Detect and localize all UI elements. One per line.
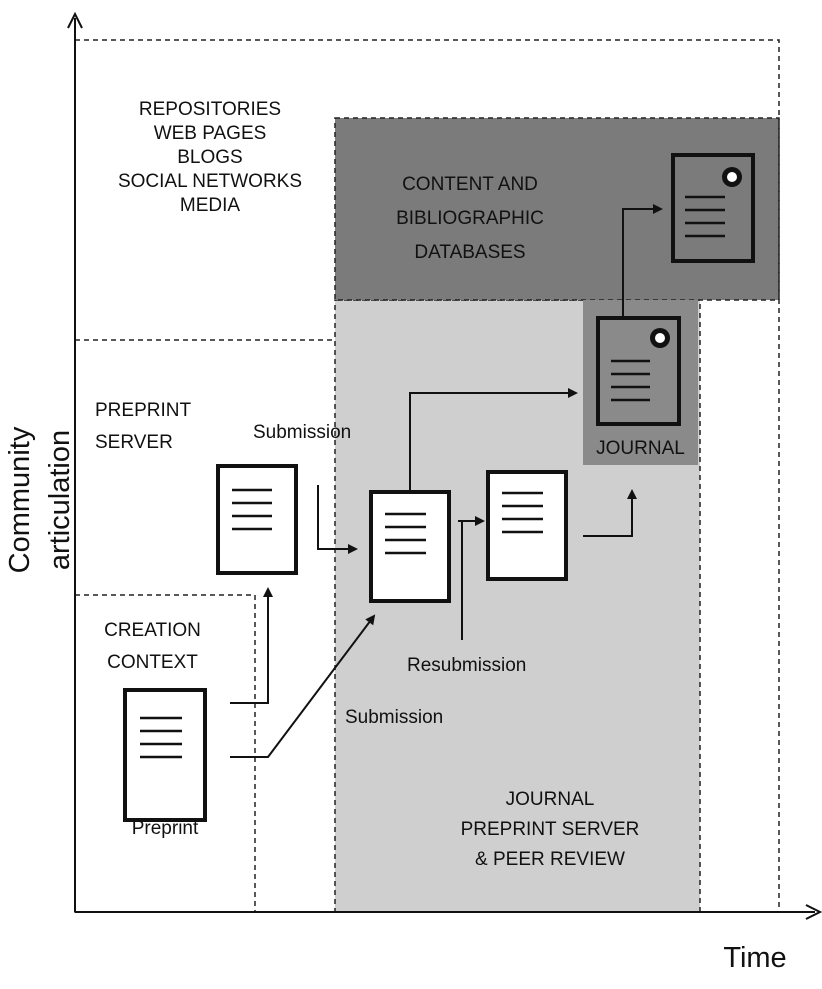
outer-source-item: WEB PAGES: [153, 123, 267, 144]
submission-label-bottom: Submission: [345, 707, 444, 728]
preprint-to-server-arrow: [230, 587, 273, 704]
journal-review-label: JOURNAL PREPRINT SERVER & PEER REVIEW: [460, 789, 640, 870]
y-axis-label: Community articulation: [4, 426, 76, 574]
database-article-document-icon: [671, 153, 755, 263]
databases-label: CONTENT AND BIBLIOGRAPHIC DATABASES: [396, 174, 544, 263]
journal-to-database-arrow: [622, 204, 663, 318]
revision-to-journal-arrow: [583, 489, 637, 537]
creation-context-label: CREATION CONTEXT: [104, 620, 201, 673]
outer-source-item: BLOGS: [177, 147, 243, 168]
x-axis-arrowhead: [805, 904, 822, 920]
server-to-journal-submission-arrow: [317, 485, 358, 554]
revised-manuscript-document-icon: [486, 470, 568, 581]
preprint-server-document-icon: [216, 464, 298, 575]
creation-context-boundary: [75, 594, 256, 912]
submission-label-top: Submission: [253, 422, 352, 443]
outer-source-item: REPOSITORIES: [138, 99, 282, 120]
outer-sources-label: REPOSITORIES WEB PAGES BLOGS SOCIAL NETW…: [85, 98, 335, 218]
journal-box-label: JOURNAL: [596, 438, 685, 459]
preprint-server-label: PREPRINT SERVER: [95, 400, 192, 453]
preprint-document-icon: [123, 688, 207, 822]
resubmission-label: Resubmission: [407, 655, 527, 676]
outer-source-item: SOCIAL NETWORKS: [117, 171, 303, 192]
journal-seal-icon: [650, 328, 670, 348]
database-seal-icon: [722, 167, 742, 187]
submission-to-journal-arrow: [409, 388, 578, 490]
submitted-manuscript-document-icon: [369, 490, 451, 603]
y-axis-arrowhead: [67, 11, 83, 29]
preprint-to-journal-submission-arrow: [230, 614, 376, 758]
outer-source-item: MEDIA: [179, 195, 241, 216]
x-axis-label: Time: [723, 942, 787, 974]
preprint-label: Preprint: [131, 818, 199, 839]
